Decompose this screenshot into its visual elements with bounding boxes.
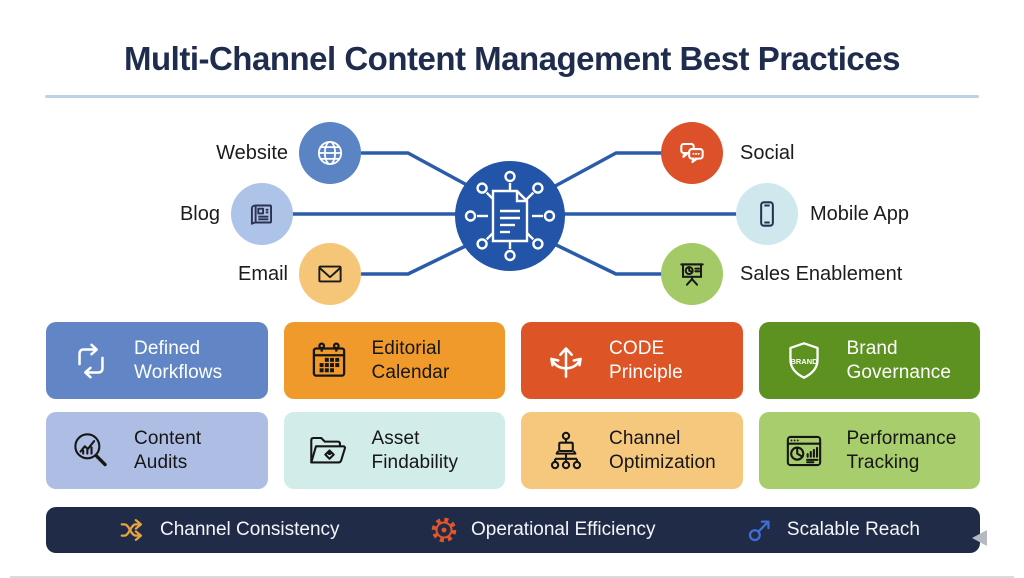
branching-arrows-icon xyxy=(539,334,593,388)
outcome-label: Operational Efficiency xyxy=(470,519,656,540)
channel-node-blog xyxy=(231,183,293,245)
channel-node-mobile-app xyxy=(736,183,798,245)
chat-bubbles-icon xyxy=(680,142,704,164)
outcome-channel-consistency: Channel Consistency xyxy=(118,515,340,545)
content-hub xyxy=(455,161,565,271)
outcome-label: Scalable Reach xyxy=(786,519,920,540)
sitemap-icon xyxy=(539,424,593,478)
channel-label-website: Website xyxy=(216,142,288,164)
channel-node-sales-enablement xyxy=(661,243,723,305)
envelope-icon xyxy=(318,265,342,283)
folder-tag-icon xyxy=(302,424,356,478)
channel-label-mobile-app: Mobile App xyxy=(810,203,909,225)
outcome-label: Channel Consistency xyxy=(160,519,340,540)
title-divider xyxy=(45,95,979,98)
outcomes-bar: Channel Consistency Operational Efficien… xyxy=(46,507,980,553)
outcome-operational-efficiency: Operational Efficiency xyxy=(429,515,655,545)
channel-label-email: Email xyxy=(237,263,288,285)
cycle-arrows-icon xyxy=(64,334,118,388)
smartphone-icon xyxy=(760,201,774,227)
channel-label-blog: Blog xyxy=(179,203,220,225)
content-hub-icon xyxy=(464,170,556,262)
outcome-scalable-reach: Scalable Reach xyxy=(745,515,920,545)
channel-node-website xyxy=(299,122,361,184)
gear-icon xyxy=(429,515,459,545)
svg-text:BRAND: BRAND xyxy=(790,356,818,365)
channel-node-social xyxy=(661,122,723,184)
channel-node-email xyxy=(299,243,361,305)
shuffle-icon xyxy=(118,515,148,545)
calendar-icon xyxy=(302,334,356,388)
globe-icon xyxy=(317,140,343,166)
brand-shield-icon: BRAND xyxy=(777,334,831,388)
channel-label-sales-enablement: Sales Enablement xyxy=(740,263,903,285)
player-marker-artifact xyxy=(972,530,987,546)
magnifier-chart-icon xyxy=(64,424,118,478)
browser-analytics-icon xyxy=(777,424,831,478)
newspaper-icon xyxy=(250,204,272,225)
presentation-icon xyxy=(680,263,704,286)
arrow-up-right-circle-icon xyxy=(745,515,775,545)
page-title: Multi-Channel Content Management Best Pr… xyxy=(124,40,900,77)
frame-edge xyxy=(10,576,1014,578)
channel-label-social: Social xyxy=(740,142,795,164)
